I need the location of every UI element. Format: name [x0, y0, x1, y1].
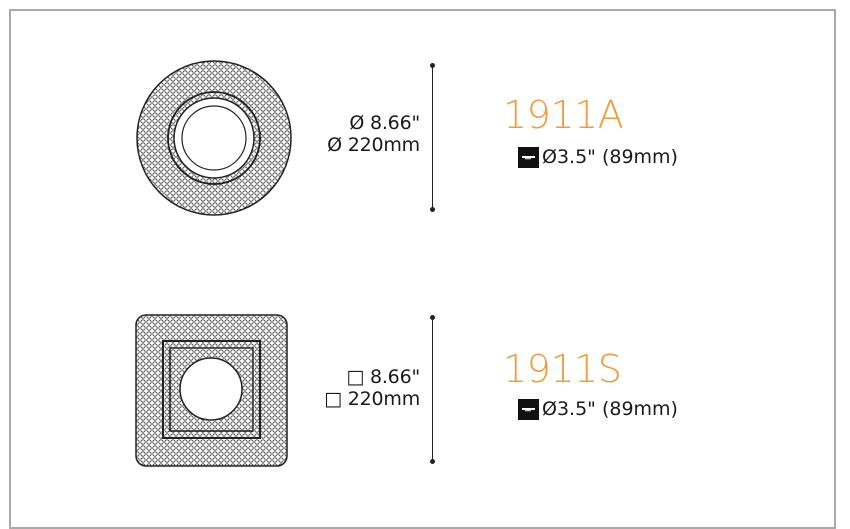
dimension-end-dot [430, 207, 435, 212]
dimension-end-dot [430, 63, 435, 68]
round-fixture-drawing [136, 60, 292, 216]
dimension-metric: Ø 220mm [327, 134, 420, 156]
dimension-line [432, 65, 433, 209]
model-number: 1911S [503, 347, 622, 391]
cutout-spec: Ø3.5" (89mm) [518, 398, 678, 420]
model-number: 1911A [503, 93, 624, 137]
dimension-metric: □ 220mm [324, 388, 420, 410]
square-fixture-drawing [135, 314, 288, 467]
ceiling-cutout-icon [518, 398, 539, 420]
ceiling-cutout-icon [518, 146, 539, 168]
dimension-imperial: Ø 8.66" [349, 112, 420, 134]
dimension-end-dot [430, 315, 435, 320]
cutout-text: Ø3.5" (89mm) [542, 398, 678, 420]
cutout-text: Ø3.5" (89mm) [542, 146, 678, 168]
cutout-spec: Ø3.5" (89mm) [518, 146, 678, 168]
dimension-end-dot [430, 459, 435, 464]
dimension-square: □ 8.66" □ 220mm [290, 366, 420, 410]
dimension-round: Ø 8.66" Ø 220mm [290, 112, 420, 156]
dimension-line [432, 317, 433, 462]
dimension-imperial: □ 8.66" [346, 366, 420, 388]
